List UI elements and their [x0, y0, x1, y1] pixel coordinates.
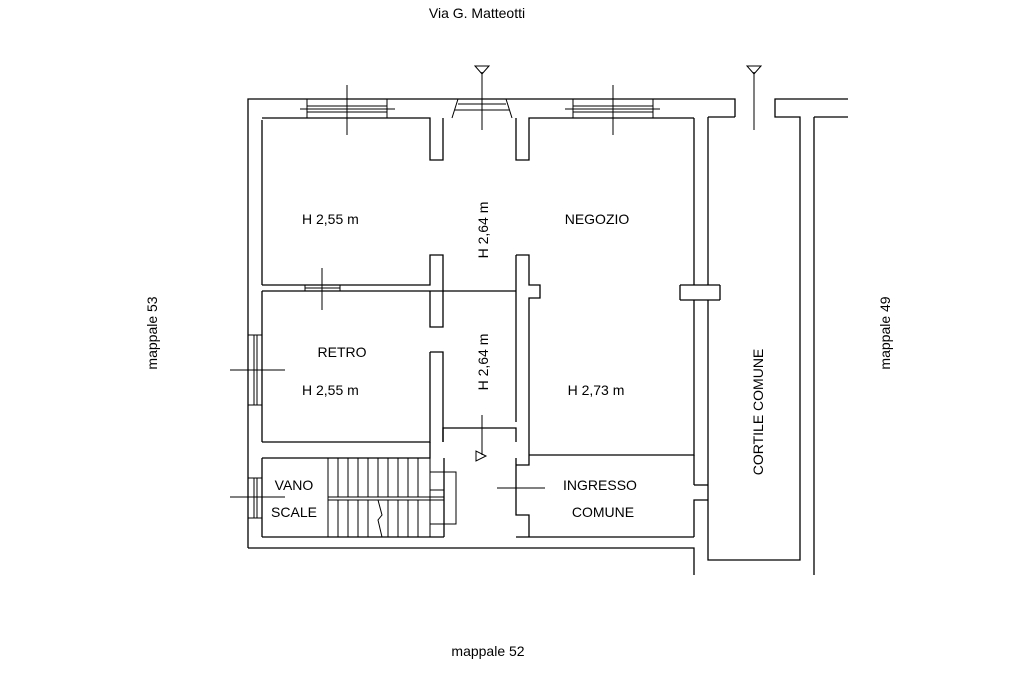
street-label: Via G. Matteotti [429, 5, 525, 21]
retro-height: H 2,55 m [302, 382, 359, 398]
section-markers [473, 65, 763, 462]
ingresso-label: INGRESSO [563, 477, 637, 493]
retro-label: RETRO [318, 344, 367, 360]
cortile-label: CORTILE COMUNE [750, 349, 766, 476]
neighbor-left-label: mappale 53 [144, 296, 160, 369]
neighbor-bottom-label: mappale 52 [451, 643, 524, 659]
corridor-mid-height: H 2,64 m [475, 334, 491, 391]
staircase [327, 457, 457, 538]
neighbor-right-label: mappale 49 [877, 296, 893, 369]
windows [230, 72, 755, 519]
negozio-height: H 2,73 m [568, 382, 625, 398]
scale-label: SCALE [271, 504, 317, 520]
negozio-label: NEGOZIO [565, 211, 630, 227]
vano-label: VANO [275, 477, 314, 493]
corridor-top-height: H 2,64 m [475, 202, 491, 259]
room-left-height: H 2,55 m [302, 211, 359, 227]
comune-label: COMUNE [572, 504, 634, 520]
